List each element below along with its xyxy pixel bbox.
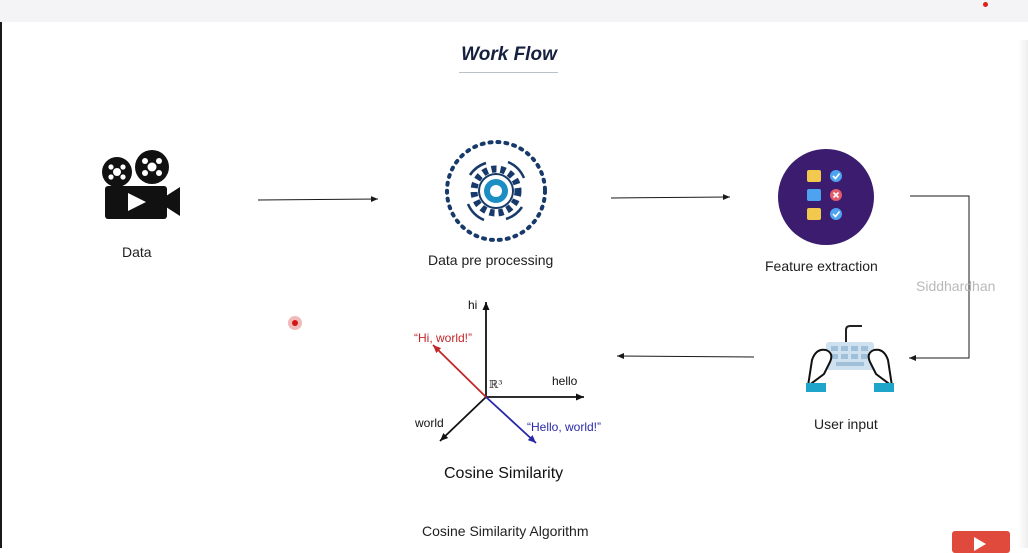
vector-hello-world-label: “Hello, world!” <box>527 420 601 434</box>
recording-dot-indicator <box>983 2 988 7</box>
node-label-data: Data <box>122 244 152 260</box>
node-label-preprocessing: Data pre processing <box>428 252 554 268</box>
axis-world <box>439 396 487 442</box>
arrow-feature-to-user-input <box>909 195 970 361</box>
cosine-similarity-figure: hi hello world ℝ³ “Hi, world!” “Hello, w… <box>414 298 601 482</box>
algorithm-label: Cosine Similarity Algorithm <box>422 523 589 539</box>
play-icon <box>974 537 986 551</box>
space-label: ℝ³ <box>489 378 503 391</box>
vector-hi-world-label: “Hi, world!” <box>414 331 472 345</box>
axis-hello-label: hello <box>552 374 578 388</box>
arrow-data-to-preprocessing <box>257 196 379 203</box>
right-edge-shade <box>1018 40 1028 548</box>
checklist-icon <box>778 149 874 245</box>
node-label-user-input: User input <box>814 416 878 432</box>
gear-process-icon <box>445 140 547 242</box>
workflow-title: Work Flow <box>461 44 557 65</box>
arrow-user-input-to-cosine <box>616 353 755 360</box>
axis-hi-label: hi <box>468 298 477 312</box>
arrow-preprocessing-to-feature <box>610 194 731 201</box>
film-camera-icon <box>102 150 180 219</box>
axis-world-label: world <box>414 416 444 430</box>
title-underline <box>459 72 558 73</box>
watermark: Siddhardhan <box>916 278 996 294</box>
vector-hi-world <box>432 344 487 398</box>
vector-hello-world <box>485 396 537 444</box>
cursor-pointer-dot <box>292 320 298 326</box>
node-label-feature-extraction: Feature extraction <box>765 258 878 274</box>
cosine-caption: Cosine Similarity <box>444 465 563 482</box>
keyboard-typing-icon <box>806 325 894 392</box>
left-border-line <box>0 22 2 548</box>
top-toolbar-strip <box>0 0 1028 22</box>
